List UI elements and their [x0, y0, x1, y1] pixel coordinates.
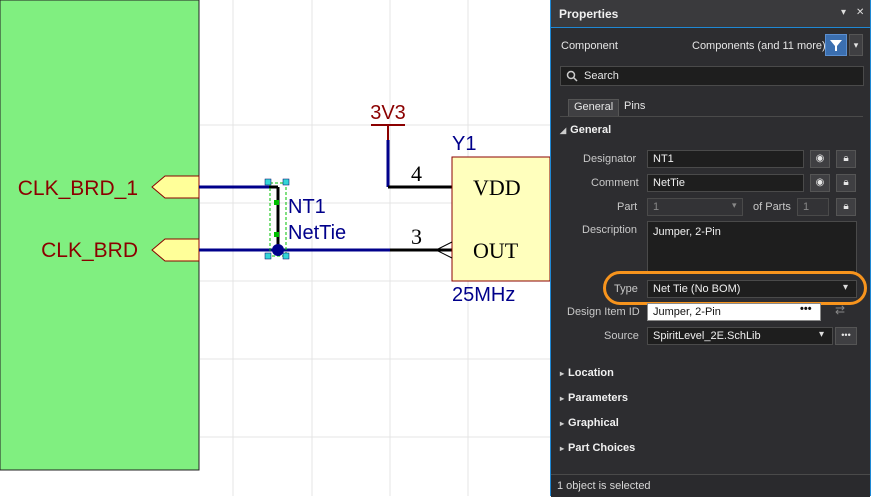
- component-designator: Y1: [452, 133, 476, 155]
- type-select[interactable]: Net Tie (No BOM): [647, 280, 857, 298]
- panel-title-bar: Properties ▾ ✕: [551, 0, 870, 28]
- section-graphical-label: Graphical: [568, 417, 619, 429]
- source-select[interactable]: SpiritLevel_2E.SchLib: [647, 327, 833, 345]
- pin-number-3: 3: [411, 224, 422, 249]
- comment-field[interactable]: NetTie: [647, 174, 804, 192]
- tab-general[interactable]: General: [568, 99, 620, 116]
- swap-icon[interactable]: ⇄: [835, 303, 846, 317]
- of-parts-label: of Parts: [753, 201, 791, 213]
- designator-field[interactable]: NT1: [647, 150, 804, 168]
- section-parameters-label: Parameters: [568, 392, 628, 404]
- net-tie-comment: NetTie: [288, 222, 346, 244]
- section-part-choices-label: Part Choices: [568, 442, 636, 454]
- of-parts-field: 1: [797, 198, 829, 216]
- component-value: 25MHz: [452, 284, 515, 306]
- description-label: Description: [582, 224, 638, 236]
- source-dropdown-icon: ▾: [819, 329, 825, 340]
- search-input[interactable]: Search: [584, 70, 619, 82]
- pin-number-4: 4: [411, 161, 422, 186]
- status-text: 1 object is selected: [557, 480, 651, 492]
- status-bar: 1 object is selected: [551, 474, 870, 497]
- visibility-eye-icon[interactable]: ◉: [810, 150, 830, 168]
- component-label: Component: [561, 40, 618, 52]
- clock-pin-symbol: [434, 241, 453, 259]
- section-location-label: Location: [568, 367, 614, 379]
- power-port-label: 3V3: [370, 102, 406, 124]
- component-y1-body[interactable]: [451, 156, 551, 282]
- comment-visibility-eye-icon[interactable]: ◉: [810, 174, 830, 192]
- section-graphical[interactable]: ▸Graphical: [560, 417, 619, 429]
- panel-title: Properties: [559, 7, 619, 21]
- section-part-choices[interactable]: ▸Part Choices: [560, 442, 636, 454]
- section-general[interactable]: ◢General: [560, 124, 612, 136]
- filter-button[interactable]: [825, 34, 847, 56]
- comment-label: Comment: [591, 177, 639, 189]
- design-item-field[interactable]: Jumper, 2-Pin: [647, 303, 821, 321]
- description-field[interactable]: Jumper, 2-Pin: [647, 221, 857, 273]
- design-item-more-icon[interactable]: •••: [800, 303, 812, 315]
- lock-icon[interactable]: 🔒︎: [836, 150, 856, 168]
- filter-dropdown-button[interactable]: ▾: [849, 34, 863, 56]
- source-label: Source: [604, 330, 639, 342]
- type-highlight-ring: [603, 271, 867, 305]
- search-icon: [566, 70, 578, 82]
- power-port-3v3[interactable]: [371, 124, 405, 140]
- net-tie-nt1[interactable]: [264, 178, 290, 260]
- section-parameters[interactable]: ▸Parameters: [560, 392, 628, 404]
- part-lock-icon[interactable]: 🔒︎: [836, 198, 856, 216]
- part-label: Part: [617, 201, 638, 213]
- type-dropdown-icon: ▾: [843, 282, 849, 293]
- designator-label: Designator: [583, 153, 637, 165]
- net-tie-designator: NT1: [288, 196, 326, 218]
- pin-name-vdd: VDD: [473, 175, 521, 200]
- part-dropdown-icon: ▾: [732, 200, 737, 210]
- close-icon[interactable]: ✕: [856, 7, 865, 18]
- port-label-clk-brd: CLK_BRD: [41, 239, 138, 262]
- sheet-block[interactable]: [0, 0, 200, 471]
- design-item-label: Design Item ID: [567, 306, 640, 318]
- properties-panel: Properties ▾ ✕ Component Components (and…: [550, 0, 871, 497]
- part-select[interactable]: 1: [647, 198, 743, 216]
- section-location[interactable]: ▸Location: [560, 367, 614, 379]
- comment-lock-icon[interactable]: 🔒︎: [836, 174, 856, 192]
- filter-text[interactable]: Components (and 11 more): [692, 40, 826, 52]
- section-general-label: General: [570, 124, 612, 136]
- pin-name-out: OUT: [473, 238, 519, 263]
- port-label-clk-brd-1: CLK_BRD_1: [18, 177, 138, 200]
- tab-pins[interactable]: Pins: [624, 100, 646, 112]
- source-more-icon[interactable]: •••: [835, 327, 857, 345]
- pin-icon[interactable]: ▾: [841, 7, 847, 18]
- wires: [199, 185, 390, 252]
- search-box[interactable]: Search: [560, 66, 864, 86]
- filter-icon: [830, 40, 842, 51]
